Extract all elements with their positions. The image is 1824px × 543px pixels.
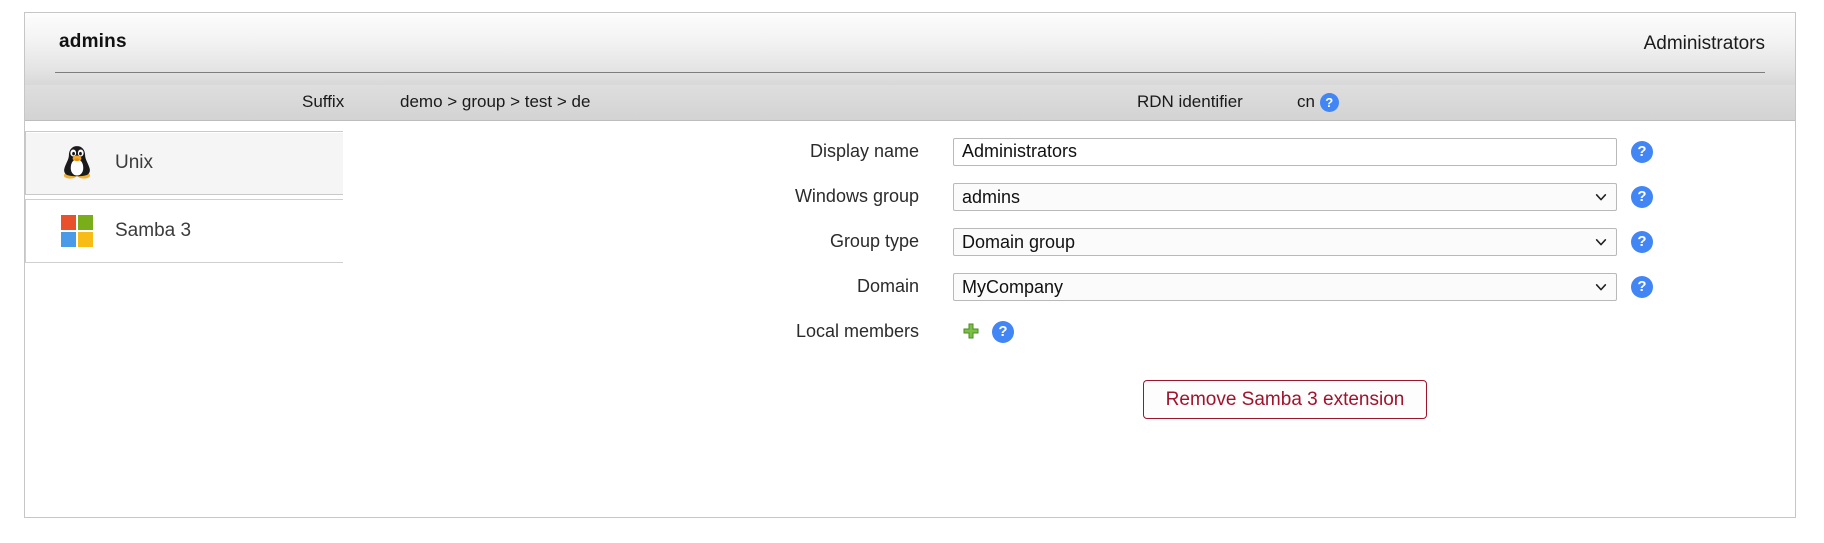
help-icon[interactable]: ?	[992, 320, 1014, 343]
help-icon[interactable]: ?	[1631, 275, 1653, 298]
windows-group-field-wrap: admins ?	[953, 182, 1653, 211]
action-area: Remove Samba 3 extension	[585, 380, 1785, 419]
form-row-display-name: Display name ?	[585, 129, 1785, 174]
display-name-input[interactable]	[953, 137, 1617, 166]
action-button-container: Remove Samba 3 extension	[953, 380, 1617, 419]
rdn-identifier-value-group: cn ?	[1297, 92, 1339, 113]
help-icon[interactable]: ?	[1631, 140, 1653, 163]
group-type-label: Group type	[829, 231, 919, 251]
extension-tab-list: Unix Samba 3	[25, 131, 343, 267]
local-members-field-wrap: ?	[953, 309, 1617, 354]
windows-group-label: Windows group	[794, 186, 919, 206]
meta-row: Suffix demo > group > test > de RDN iden…	[25, 85, 1795, 121]
header-divider	[55, 72, 1765, 73]
domain-field-wrap: MyCompany ?	[953, 272, 1653, 301]
suffix-label: Suffix	[302, 92, 345, 111]
plus-icon[interactable]	[962, 323, 980, 341]
form-row-local-members: Local members ?	[585, 309, 1785, 354]
help-icon[interactable]: ?	[1631, 185, 1653, 208]
sidebar-item-unix[interactable]: Unix	[25, 131, 343, 195]
chevron-down-icon	[1595, 283, 1607, 290]
samba3-form: Display name ? Windows group admins	[585, 129, 1785, 419]
form-row-windows-group: Windows group admins ?	[585, 174, 1785, 219]
windows-group-selected-value: admins	[962, 186, 1021, 207]
chevron-down-icon	[1595, 193, 1607, 200]
domain-select[interactable]: MyCompany	[953, 272, 1617, 301]
microsoft-windows-icon	[61, 215, 93, 247]
panel-header: admins Administrators	[25, 13, 1795, 85]
group-type-field-wrap: Domain group ?	[953, 227, 1653, 256]
display-name-label: Display name	[809, 141, 919, 161]
group-editor-panel: admins Administrators Suffix demo > grou…	[24, 12, 1796, 518]
group-type-select[interactable]: Domain group	[953, 227, 1617, 256]
chevron-down-icon	[1595, 238, 1607, 245]
domain-selected-value: MyCompany	[962, 276, 1064, 297]
group-type-selected-value: Domain group	[962, 231, 1076, 252]
form-row-domain: Domain MyCompany ?	[585, 264, 1785, 309]
page-title: admins	[59, 31, 127, 52]
sidebar-item-label: Unix	[115, 152, 154, 173]
domain-label: Domain	[856, 276, 919, 296]
sidebar-item-samba3[interactable]: Samba 3	[25, 199, 343, 263]
group-display-name-heading: Administrators	[1643, 33, 1765, 54]
form-row-group-type: Group type Domain group ?	[585, 219, 1785, 264]
rdn-identifier-value: cn	[1297, 92, 1315, 111]
local-members-controls: ?	[953, 309, 1617, 354]
display-name-field-wrap: ?	[953, 137, 1653, 166]
breadcrumb: demo > group > test > de	[400, 92, 591, 111]
rdn-identifier-label: RDN identifier	[1137, 92, 1243, 111]
local-members-label: Local members	[795, 321, 919, 341]
help-icon[interactable]: ?	[1631, 230, 1653, 253]
remove-samba3-extension-button[interactable]: Remove Samba 3 extension	[1142, 380, 1428, 419]
help-icon[interactable]: ?	[1319, 93, 1339, 113]
sidebar-item-label: Samba 3	[115, 220, 192, 241]
windows-group-select[interactable]: admins	[953, 182, 1617, 211]
panel-body: Unix Samba 3 Display name ?	[25, 121, 1795, 517]
tux-penguin-icon	[63, 146, 91, 179]
